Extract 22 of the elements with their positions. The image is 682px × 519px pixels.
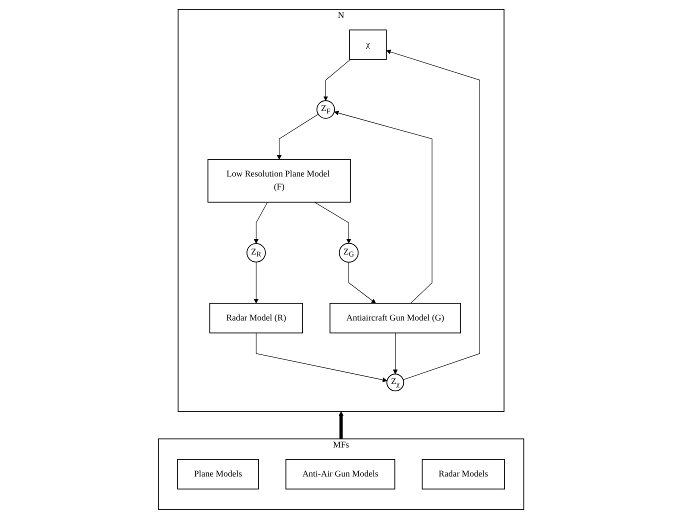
arrow <box>256 332 388 382</box>
arrow <box>348 262 376 304</box>
node-box: Antiaircraft Gun Model (G) <box>330 302 461 334</box>
node-circle: Z$_{F}$ <box>316 100 335 119</box>
node-circle: Z$_{χ}$ <box>386 374 404 392</box>
arrow <box>254 202 268 244</box>
node-box: Low Resolution Plane Model (F) <box>207 159 351 203</box>
node-box: χ <box>349 30 387 60</box>
arrow <box>392 332 398 374</box>
arrow <box>323 59 350 101</box>
node-circle: Z$_{R}$ <box>246 243 266 262</box>
arrow <box>338 411 344 439</box>
node-box: Radar Models <box>422 459 505 490</box>
node-box: Anti-Air Gun Models <box>285 459 396 490</box>
arrow <box>314 202 352 244</box>
arrow <box>254 262 258 304</box>
arrow <box>276 114 318 160</box>
arrow <box>386 50 480 380</box>
node-box: Radar Model (R) <box>209 302 303 334</box>
node-circle: Z$_{G}$ <box>338 242 359 263</box>
arrow <box>334 110 432 304</box>
node-box: Plane Models <box>177 459 259 490</box>
